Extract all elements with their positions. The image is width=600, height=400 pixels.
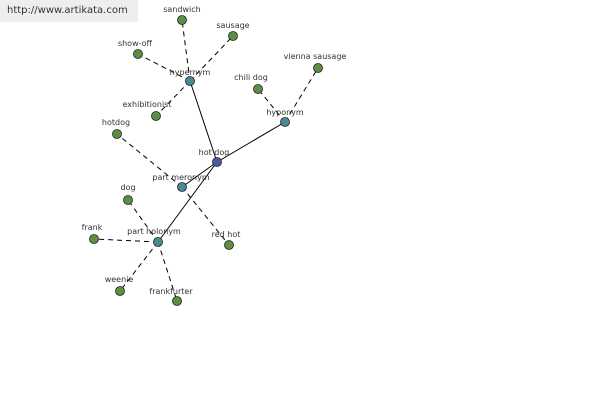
- node-label-vienna-sausage[interactable]: vienna sausage: [284, 52, 347, 61]
- node-label-chili-dog[interactable]: chili dog: [234, 73, 268, 82]
- leaf-node-sausage[interactable]: [228, 31, 238, 41]
- node-label-frankfurter[interactable]: frankfurter: [149, 287, 193, 296]
- edge-part-holonym-weenie: [119, 241, 159, 292]
- edge-part-meronym-hotdog: [116, 133, 183, 188]
- edge-hot-dog-part-meronym: [181, 161, 218, 188]
- node-label-hypernym[interactable]: hypernym: [170, 68, 211, 77]
- node-label-part-holonym[interactable]: part holonym: [127, 227, 181, 236]
- leaf-node-frank[interactable]: [89, 234, 99, 244]
- center-node-hot-dog[interactable]: [212, 157, 222, 167]
- edge-hot-dog-part-holonym: [157, 161, 218, 243]
- edge-hyponym-vienna-sausage: [284, 67, 319, 123]
- edge-hypernym-sandwich: [181, 19, 191, 82]
- edge-hot-dog-hypernym: [189, 80, 218, 163]
- relation-node-hypernym[interactable]: [185, 76, 195, 86]
- node-label-sausage[interactable]: sausage: [216, 21, 249, 30]
- leaf-node-weenie[interactable]: [115, 286, 125, 296]
- node-label-hotdog[interactable]: hotdog: [102, 118, 130, 127]
- node-label-hyponym[interactable]: hyponym: [266, 108, 304, 117]
- edge-hyponym-chili-dog: [257, 88, 286, 123]
- edge-hypernym-show-off: [137, 53, 191, 82]
- node-label-exhibitionist[interactable]: exhibitionist: [123, 100, 172, 109]
- edge-hypernym-sausage: [189, 35, 234, 82]
- edge-hypernym-exhibitionist: [155, 80, 191, 117]
- node-label-show-off[interactable]: show-off: [118, 39, 153, 48]
- relation-node-part-holonym[interactable]: [153, 237, 163, 247]
- url-text[interactable]: http://www.artikata.com: [7, 5, 128, 16]
- node-label-frank[interactable]: frank: [82, 223, 103, 232]
- node-label-weenie[interactable]: weenie: [105, 275, 134, 284]
- leaf-node-sandwich[interactable]: [177, 15, 187, 25]
- leaf-node-exhibitionist[interactable]: [151, 111, 161, 121]
- leaf-node-chili-dog[interactable]: [253, 84, 263, 94]
- leaf-node-red-hot[interactable]: [224, 240, 234, 250]
- leaf-node-vienna-sausage[interactable]: [313, 63, 323, 73]
- leaf-node-show-off[interactable]: [133, 49, 143, 59]
- node-label-red-hot[interactable]: red hot: [212, 230, 241, 239]
- edge-part-holonym-frankfurter: [157, 241, 178, 302]
- leaf-node-frankfurter[interactable]: [172, 296, 182, 306]
- relation-node-hyponym[interactable]: [280, 117, 290, 127]
- url-banner: http://www.artikata.com: [0, 0, 138, 22]
- leaf-node-dog[interactable]: [123, 195, 133, 205]
- edge-part-meronym-red-hot: [181, 186, 230, 246]
- edge-part-holonym-frank: [93, 238, 159, 243]
- node-label-part-meronym[interactable]: part meronym: [152, 173, 209, 182]
- leaf-node-hotdog[interactable]: [112, 129, 122, 139]
- node-label-dog[interactable]: dog: [120, 183, 135, 192]
- relation-node-part-meronym[interactable]: [177, 182, 187, 192]
- edge-hot-dog-hyponym: [216, 121, 286, 163]
- node-label-hot-dog[interactable]: hot dog: [199, 148, 230, 157]
- node-label-sandwich[interactable]: sandwich: [163, 5, 200, 14]
